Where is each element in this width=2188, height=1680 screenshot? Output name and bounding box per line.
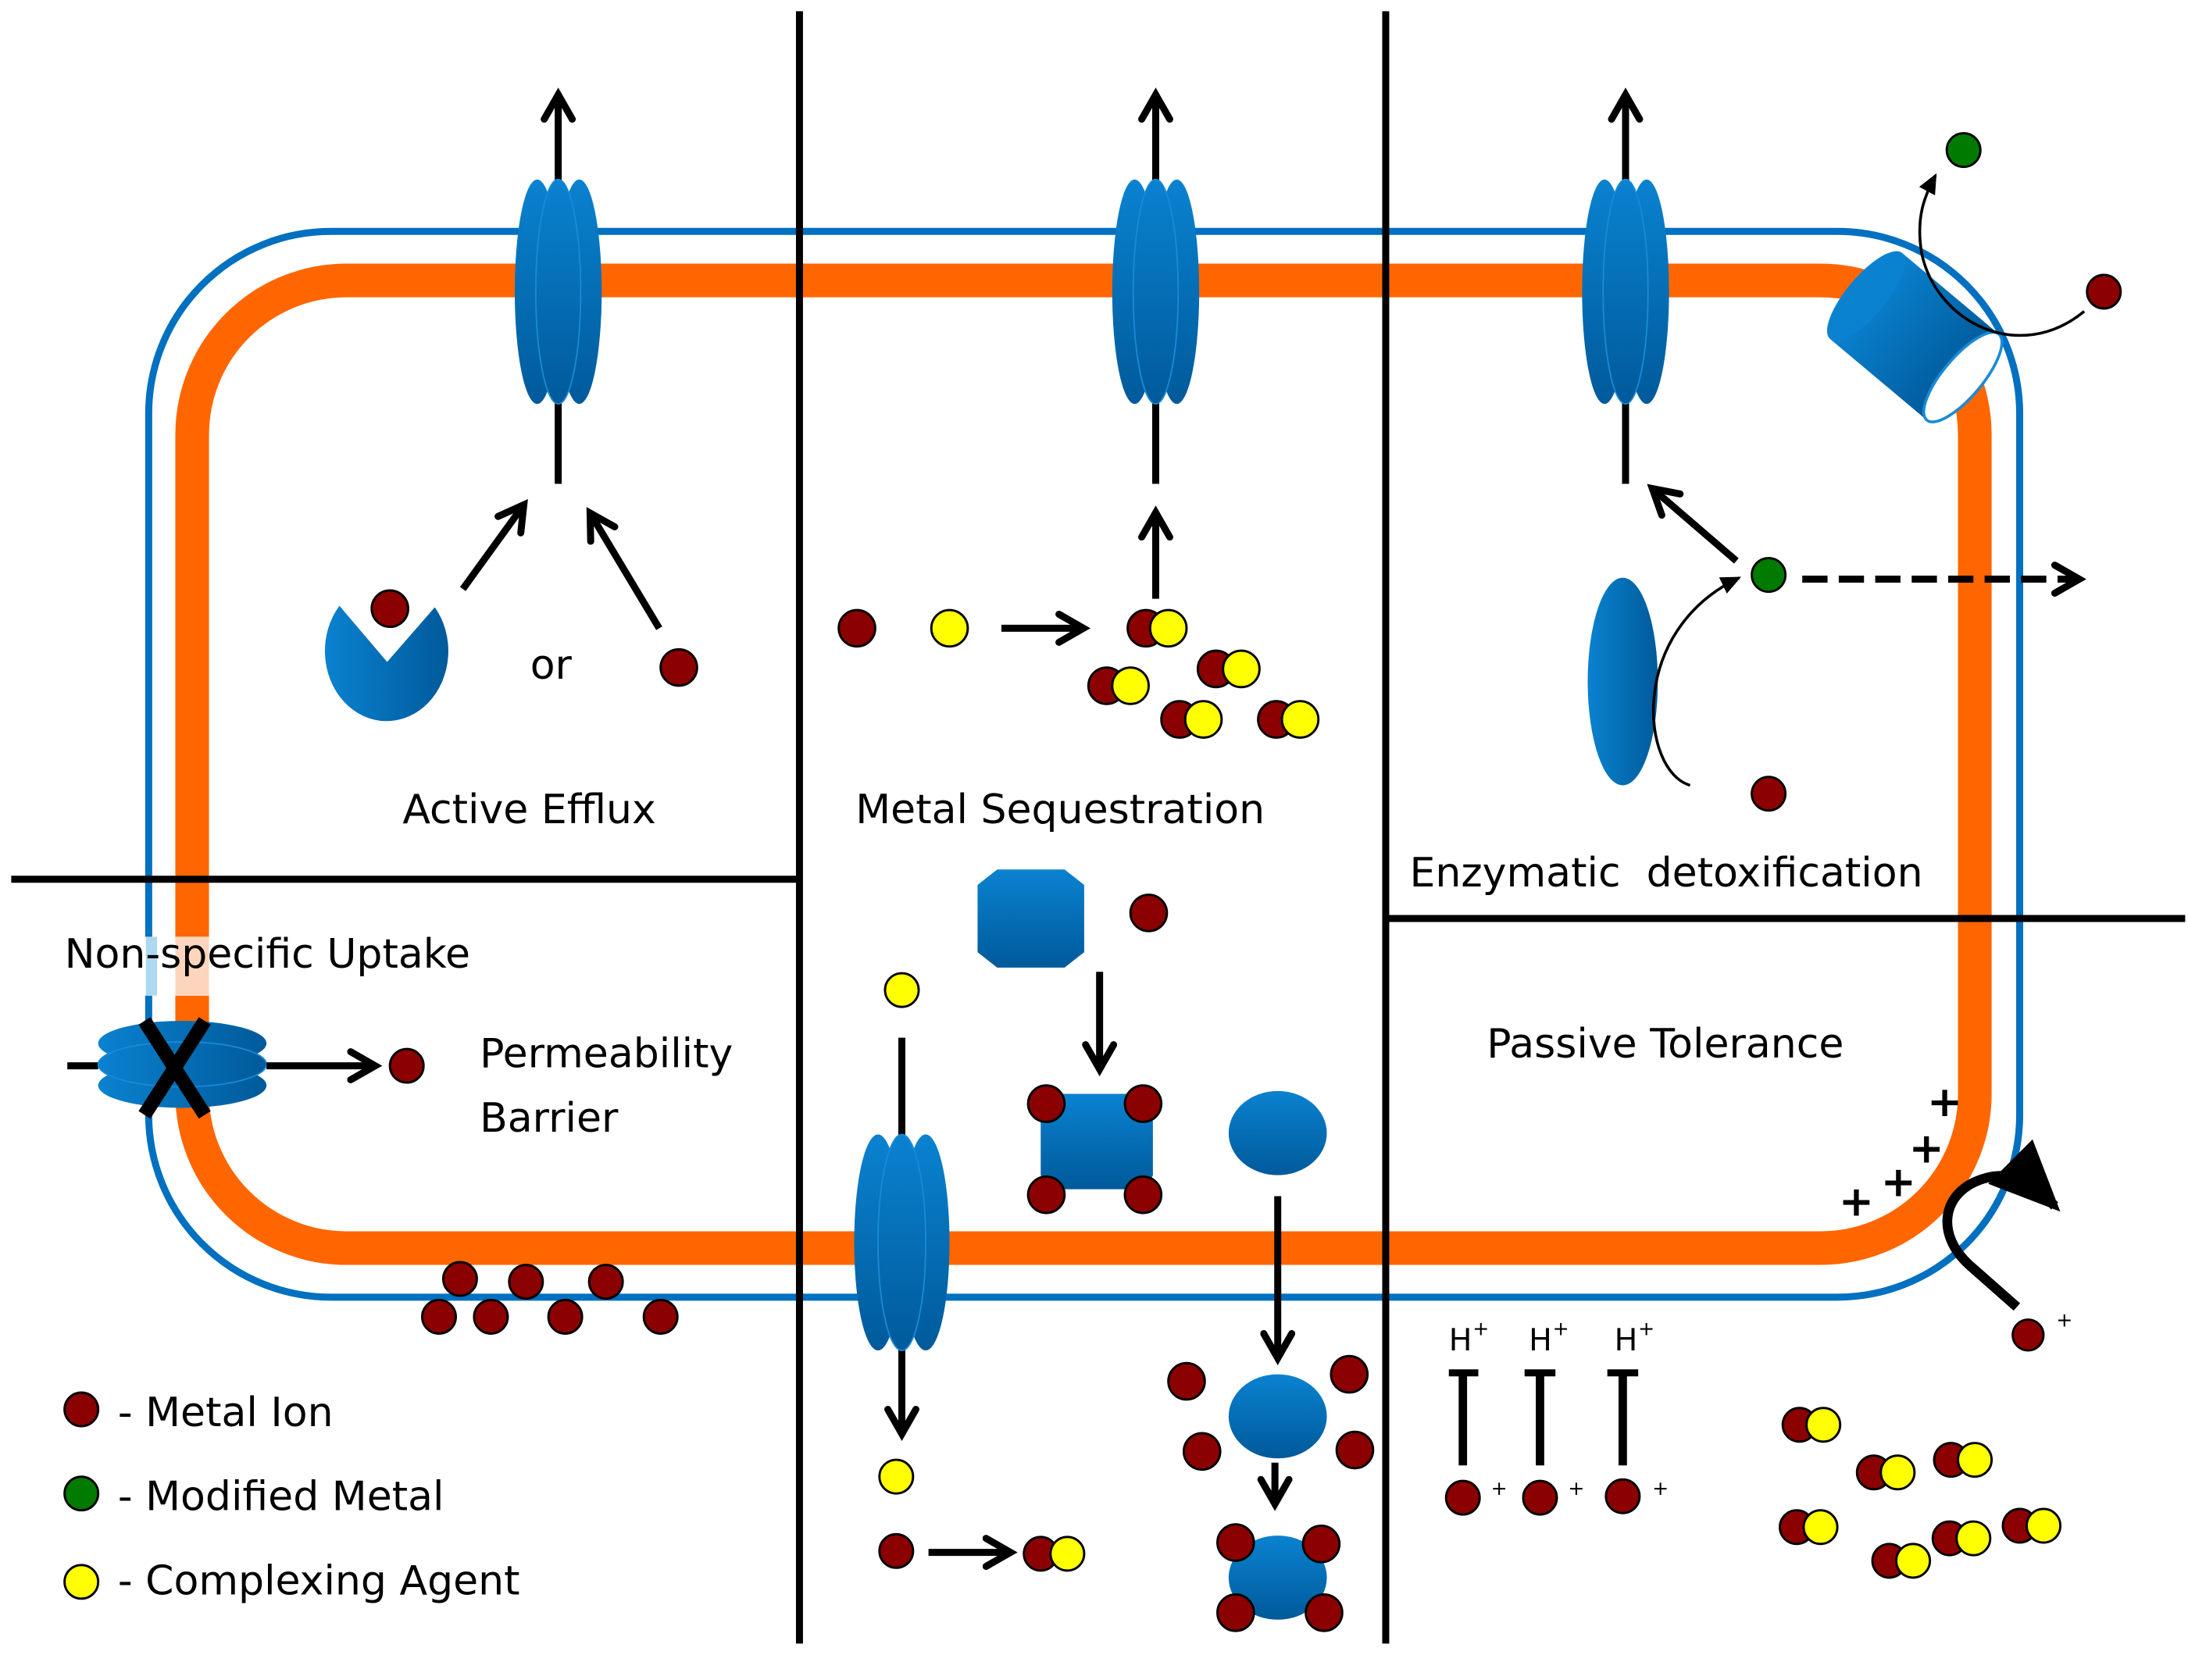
metal-ion-icon	[1751, 776, 1787, 812]
enzyme-icon	[1587, 577, 1658, 786]
proton-competition-2: H + +	[1522, 1317, 1584, 1516]
surface-charges: + + + +	[1839, 1077, 1962, 1225]
panel-enzymatic-detoxification: Enzymatic detoxification	[1409, 87, 2122, 897]
metal-ion-icon	[63, 1391, 100, 1428]
or-text: or	[530, 642, 573, 689]
permeability-barrier-label-2: Barrier	[480, 1095, 619, 1142]
passive-tolerance-label: Passive Tolerance	[1487, 1021, 1844, 1068]
svg-text:- Complexing Agent: - Complexing Agent	[118, 1557, 520, 1604]
panel-passive-tolerance: Passive Tolerance + + + + + H + + H + + …	[1444, 1021, 2072, 1579]
svg-text:+: +	[1638, 1317, 1654, 1339]
metal-ion-icon	[2086, 273, 2122, 310]
octagon-protein-icon	[977, 869, 1084, 968]
svg-text:+: +	[1927, 1077, 1962, 1126]
svg-text:+: +	[1839, 1177, 1874, 1226]
svg-text:- Modified Metal: - Modified Metal	[118, 1474, 444, 1521]
metal-complex-group	[1087, 608, 1320, 739]
metal-ion-icon	[878, 1532, 915, 1569]
transmembrane-enzyme-icon	[1826, 251, 2004, 423]
legend-item-modified-metal: - Modified Metal	[63, 1474, 444, 1521]
surface-bound-ions	[421, 1261, 679, 1335]
svg-text:+: +	[2056, 1309, 2072, 1332]
blocked-x-icon	[138, 1017, 211, 1119]
complexing-agent-icon	[63, 1564, 100, 1600]
svg-text:H: H	[1529, 1322, 1552, 1358]
efflux-pump-icon	[1112, 178, 1200, 405]
svg-text:+: +	[1553, 1317, 1569, 1339]
metal-ion-icon	[370, 589, 409, 629]
svg-text:+: +	[1652, 1477, 1669, 1500]
legend: - Metal Ion - Modified Metal - Complexin…	[63, 1389, 520, 1604]
complexing-agent-icon	[883, 972, 920, 1008]
panel-nonspecific-uptake: Non-specific Uptake Permeability Barrier	[65, 931, 733, 1335]
bound-metal-protein-icon	[1026, 1084, 1163, 1215]
svg-text:+: +	[1472, 1317, 1489, 1339]
modified-metal-icon	[1751, 557, 1787, 594]
efflux-pump-icon	[1582, 178, 1669, 405]
active-efflux-label: Active Efflux	[402, 786, 656, 833]
metal-ion-icon	[388, 1047, 425, 1084]
complexing-agent-icon	[930, 608, 969, 648]
metal-ion-icon	[2011, 1318, 2045, 1352]
panel-dividers	[11, 11, 2186, 1644]
legend-item-complexing-agent: - Complexing Agent	[63, 1557, 520, 1604]
complexing-agent-icon	[878, 1458, 915, 1495]
svg-text:+: +	[1909, 1123, 1944, 1172]
enzymatic-detoxification-label: Enzymatic detoxification	[1409, 850, 1922, 897]
chelator-protein-icon	[324, 605, 448, 722]
svg-text:+: +	[1568, 1477, 1584, 1500]
inner-membrane	[175, 263, 1992, 1265]
outer-membrane	[145, 227, 2024, 1301]
svg-text:H: H	[1449, 1322, 1472, 1358]
svg-text:+: +	[1491, 1477, 1508, 1500]
secretion-channel-icon	[854, 1133, 950, 1351]
metal-ion-icon	[659, 647, 698, 687]
metal-ion-icon	[837, 608, 876, 648]
svg-text:H: H	[1615, 1322, 1638, 1358]
metal-ion-icon	[1129, 894, 1169, 933]
extracellular-protein-binding	[1167, 1354, 1375, 1632]
efflux-pump-icon	[514, 178, 602, 405]
panel-metal-sequestration: Metal Sequestration	[837, 87, 1375, 1632]
legend-item-metal-ion: - Metal Ion	[63, 1389, 334, 1436]
nonspecific-uptake-label: Non-specific Uptake	[65, 931, 470, 978]
modified-metal-icon	[63, 1475, 100, 1512]
proton-competition-1: H + +	[1444, 1317, 1508, 1516]
proton-competition-3: H + +	[1604, 1317, 1669, 1514]
modified-metal-icon	[1945, 132, 1982, 169]
cell-envelope	[134, 227, 2024, 1301]
repulsion-arrow-icon	[1942, 1139, 2061, 1311]
permeability-barrier-label: Permeability	[480, 1030, 733, 1077]
svg-text:- Metal Ion: - Metal Ion	[118, 1389, 334, 1436]
svg-text:+: +	[1881, 1157, 1916, 1207]
extracellular-complexes	[1779, 1407, 2062, 1579]
metal-sequestration-label: Metal Sequestration	[855, 786, 1265, 833]
secreted-protein-icon	[1228, 1090, 1327, 1175]
panel-active-efflux: or Active Efflux	[324, 87, 698, 833]
